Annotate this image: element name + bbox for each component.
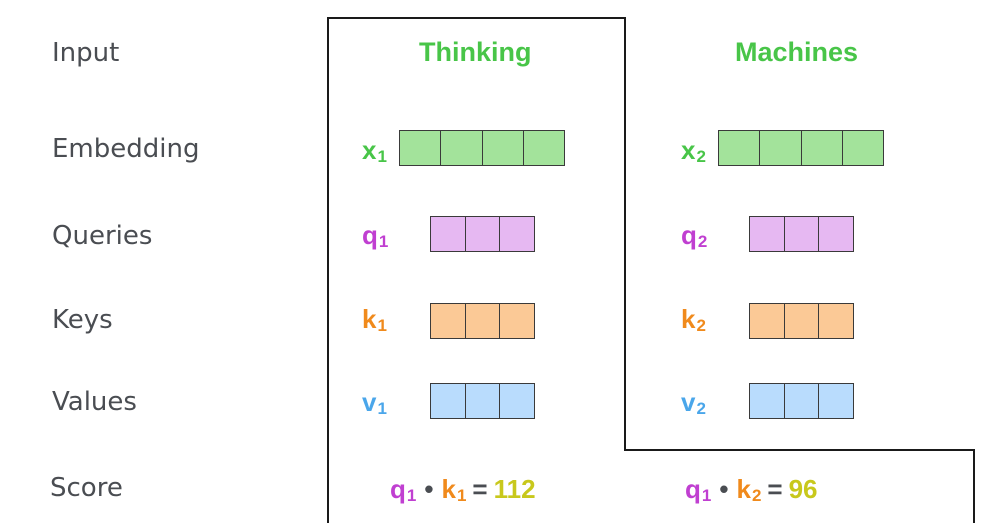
label-v2-sub: 2	[696, 399, 706, 418]
vector-cell	[465, 304, 501, 338]
vector-cell	[750, 384, 785, 418]
vector-cell	[465, 217, 501, 251]
score-1-q: q1	[390, 474, 416, 504]
vector-cell	[784, 217, 820, 251]
score-2: q1•k2=96	[685, 476, 818, 504]
label-k1-symbol: k	[362, 304, 377, 334]
vector-cell	[750, 304, 785, 338]
label-v1-sub: 1	[377, 399, 387, 418]
vector-cell	[500, 217, 535, 251]
label-q2: q2	[681, 222, 707, 250]
vector-cell	[431, 217, 466, 251]
vector-k1	[430, 303, 535, 339]
score-1-dot: •	[424, 474, 434, 504]
row-label-embedding: Embedding	[52, 134, 200, 164]
vector-cell	[750, 217, 785, 251]
label-k2-sub: 2	[696, 316, 706, 335]
input-word-machines: Machines	[735, 37, 859, 67]
vector-cell	[500, 384, 535, 418]
score-2-k-symbol: k	[736, 474, 751, 504]
score-2-equals: =	[767, 474, 783, 504]
label-q1: q1	[362, 222, 388, 250]
row-label-score: Score	[50, 473, 123, 503]
vector-cell	[431, 304, 466, 338]
label-q1-sub: 1	[378, 232, 389, 251]
score-1-k-sub: 1	[456, 486, 467, 505]
score-1-q-sub: 1	[406, 486, 417, 505]
score-2-k: k2	[736, 474, 761, 504]
label-v2-symbol: v	[681, 387, 696, 417]
vector-cell	[819, 384, 854, 418]
row-label-queries: Queries	[52, 221, 153, 251]
score-2-q-symbol: q	[685, 474, 701, 504]
row-label-values: Values	[52, 387, 137, 417]
label-x2-symbol: x	[681, 135, 696, 165]
label-x2: x2	[681, 137, 706, 165]
vector-cell	[719, 131, 761, 165]
vector-v1	[430, 383, 535, 419]
score-2-value: 96	[788, 474, 818, 504]
vector-cell	[500, 304, 535, 338]
label-q2-symbol: q	[681, 220, 697, 250]
vector-k2	[749, 303, 854, 339]
label-k2-symbol: k	[681, 304, 696, 334]
vector-cell	[760, 131, 802, 165]
score-1: q1•k1=112	[390, 476, 536, 504]
label-x1: x1	[362, 137, 387, 165]
input-word-thinking: Thinking	[419, 37, 532, 67]
label-q2-sub: 2	[697, 232, 708, 251]
vector-cell	[400, 131, 442, 165]
score-1-q-symbol: q	[390, 474, 406, 504]
vector-x1	[399, 130, 565, 166]
vector-cell	[801, 131, 843, 165]
label-v1: v1	[362, 389, 387, 417]
vector-x2	[718, 130, 884, 166]
label-v1-symbol: v	[362, 387, 377, 417]
row-label-input: Input	[52, 38, 120, 68]
score-2-dot: •	[719, 474, 729, 504]
vector-cell	[842, 131, 883, 165]
label-q1-symbol: q	[362, 220, 378, 250]
vector-cell	[784, 304, 820, 338]
vector-v2	[749, 383, 854, 419]
label-k1: k1	[362, 306, 387, 334]
vector-cell	[431, 384, 466, 418]
score-1-equals: =	[472, 474, 488, 504]
vector-cell	[441, 131, 483, 165]
label-k2: k2	[681, 306, 706, 334]
row-label-keys: Keys	[52, 305, 113, 335]
score-2-q-sub: 1	[701, 486, 712, 505]
vector-cell	[819, 217, 854, 251]
vector-cell	[819, 304, 854, 338]
score-1-value: 112	[493, 474, 536, 504]
label-k1-sub: 1	[377, 316, 387, 335]
score-2-q: q1	[685, 474, 711, 504]
score-1-k: k1	[441, 474, 466, 504]
vector-q1	[430, 216, 535, 252]
score-1-k-symbol: k	[441, 474, 456, 504]
vector-cell	[523, 131, 564, 165]
score-2-k-sub: 2	[751, 486, 762, 505]
label-v2: v2	[681, 389, 706, 417]
vector-cell	[465, 384, 501, 418]
label-x1-sub: 1	[377, 147, 387, 166]
vector-q2	[749, 216, 854, 252]
label-x1-symbol: x	[362, 135, 377, 165]
vector-cell	[482, 131, 524, 165]
vector-cell	[784, 384, 820, 418]
label-x2-sub: 2	[696, 147, 706, 166]
